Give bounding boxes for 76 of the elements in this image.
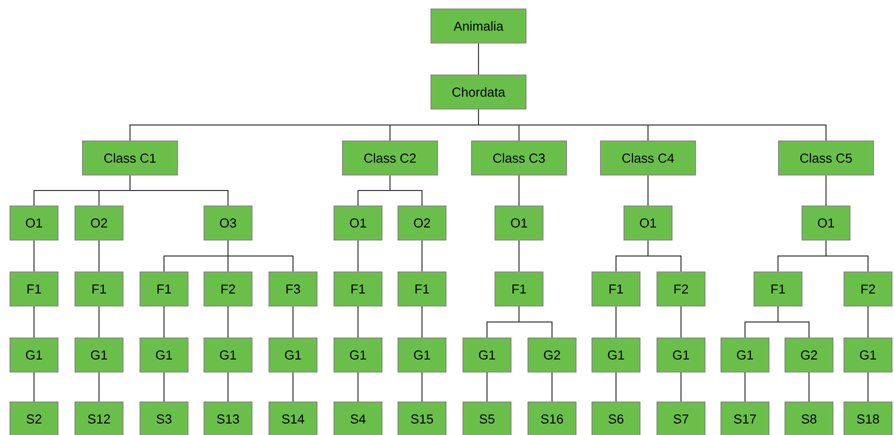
taxon-box: F1 (74, 272, 124, 306)
connector-line (778, 306, 810, 338)
taxon-box: G1 (592, 338, 640, 372)
connector-line (648, 240, 682, 272)
taxon-box: F1 (10, 272, 58, 306)
taxon-box: S15 (398, 402, 446, 435)
connector-line (390, 175, 422, 206)
connector-line (486, 372, 488, 402)
taxon-box: S2 (10, 402, 58, 435)
taxon-box: Class C4 (600, 140, 696, 176)
taxon-box: S13 (204, 402, 252, 435)
taxon-box: S7 (656, 402, 706, 435)
taxon-box: G1 (204, 338, 252, 372)
taxon-box: S14 (268, 402, 318, 435)
taxon-box: O2 (74, 206, 124, 240)
connector-line (808, 372, 810, 402)
taxon-box: F3 (268, 272, 318, 306)
connector-line (518, 175, 520, 206)
connector-line (228, 240, 294, 272)
connector-line (680, 306, 682, 338)
connector-line (478, 43, 479, 75)
taxon-box: O1 (802, 206, 850, 240)
taxon-box: S17 (720, 402, 770, 435)
taxon-box: F2 (656, 272, 706, 306)
taxon-box: F1 (754, 272, 802, 306)
taxon-box: G1 (140, 338, 188, 372)
taxon-box: G1 (74, 338, 124, 372)
taxon-box: Class C5 (778, 140, 874, 176)
taxon-box: G1 (462, 338, 512, 372)
taxon-box: G1 (398, 338, 446, 372)
connector-line (130, 175, 228, 206)
taxon-box: Chordata (430, 74, 526, 110)
taxon-box: S6 (592, 402, 640, 435)
taxon-box: O1 (624, 206, 672, 240)
taxon-box: F1 (494, 272, 544, 306)
taxon-box: S5 (462, 402, 512, 435)
taxon-box: F1 (398, 272, 446, 306)
taxon-box: G1 (844, 338, 892, 372)
connector-line (98, 372, 100, 402)
taxon-box: F1 (592, 272, 640, 306)
taxon-box: O2 (398, 206, 446, 240)
taxon-box: G1 (720, 338, 770, 372)
connector-line (826, 240, 868, 272)
taxon-box: S16 (528, 402, 576, 435)
taxon-box: G1 (656, 338, 706, 372)
taxon-box: G1 (334, 338, 382, 372)
connector-line (478, 109, 826, 141)
taxon-box: S12 (74, 402, 124, 435)
connector-line (98, 240, 100, 272)
connector-line (518, 306, 552, 338)
taxon-box: O3 (204, 206, 252, 240)
taxon-box: S8 (784, 402, 834, 435)
taxon-box: G1 (10, 338, 58, 372)
taxon-box: O1 (494, 206, 544, 240)
connector-line (680, 372, 682, 402)
taxon-box: Class C3 (471, 140, 567, 176)
taxon-box: O1 (10, 206, 58, 240)
taxon-box: Class C1 (82, 140, 178, 176)
taxon-box: Animalia (430, 8, 526, 44)
taxon-box: F1 (334, 272, 382, 306)
taxon-box: O1 (334, 206, 382, 240)
taxon-box: G2 (784, 338, 834, 372)
taxon-box: G2 (528, 338, 576, 372)
taxon-box: S4 (334, 402, 382, 435)
connector-line (98, 306, 100, 338)
taxon-box: F2 (844, 272, 892, 306)
taxon-box: S3 (140, 402, 188, 435)
connector-line (744, 372, 746, 402)
connector-line (292, 306, 294, 338)
taxon-box: Class C2 (342, 140, 438, 176)
taxon-box: F2 (204, 272, 252, 306)
taxon-box: S18 (844, 402, 892, 435)
taxon-box: F1 (140, 272, 188, 306)
taxon-box: G1 (268, 338, 318, 372)
connector-line (292, 372, 294, 402)
connector-line (518, 240, 520, 272)
